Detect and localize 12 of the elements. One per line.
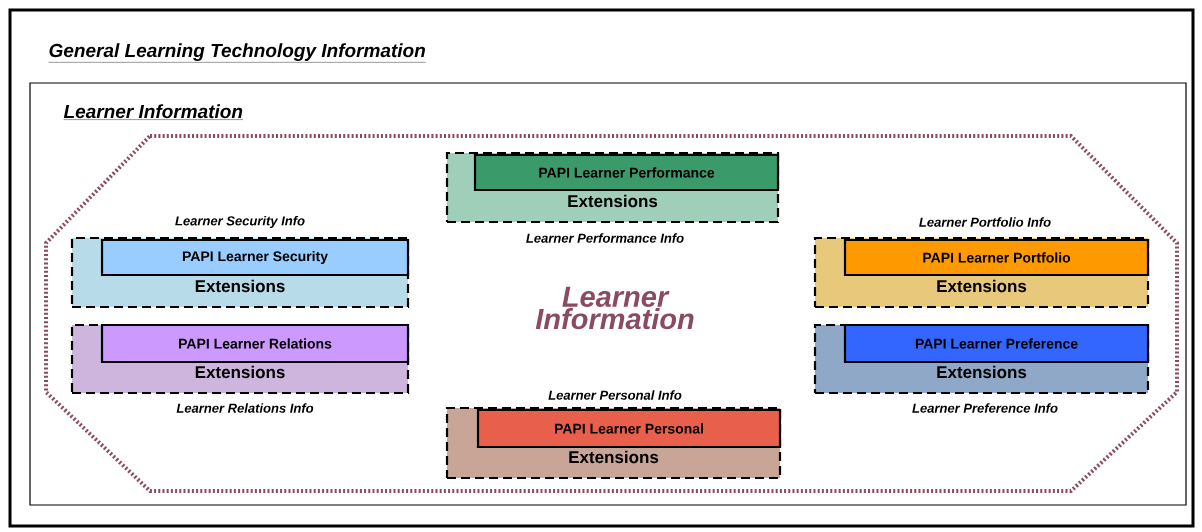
info-label: Learner Portfolio Info — [919, 217, 1051, 227]
module-box: PAPI Learner Preference — [843, 323, 1150, 364]
module-box: PAPI Learner Personal — [476, 408, 782, 449]
module-box: PAPI Learner Security — [100, 238, 410, 277]
info-label: Learner Relations Info — [176, 403, 314, 413]
info-label: Learner Security Info — [175, 215, 305, 229]
info-label: Learner Performance Info — [526, 233, 684, 243]
info-label: Learner Preference Info — [912, 403, 1058, 413]
module-box: PAPI Learner Portfolio — [843, 238, 1150, 277]
module-box: PAPI Learner Relations — [100, 323, 410, 364]
info-label: Learner Personal Info — [548, 390, 682, 400]
module-box: PAPI Learner Performance — [473, 153, 780, 192]
